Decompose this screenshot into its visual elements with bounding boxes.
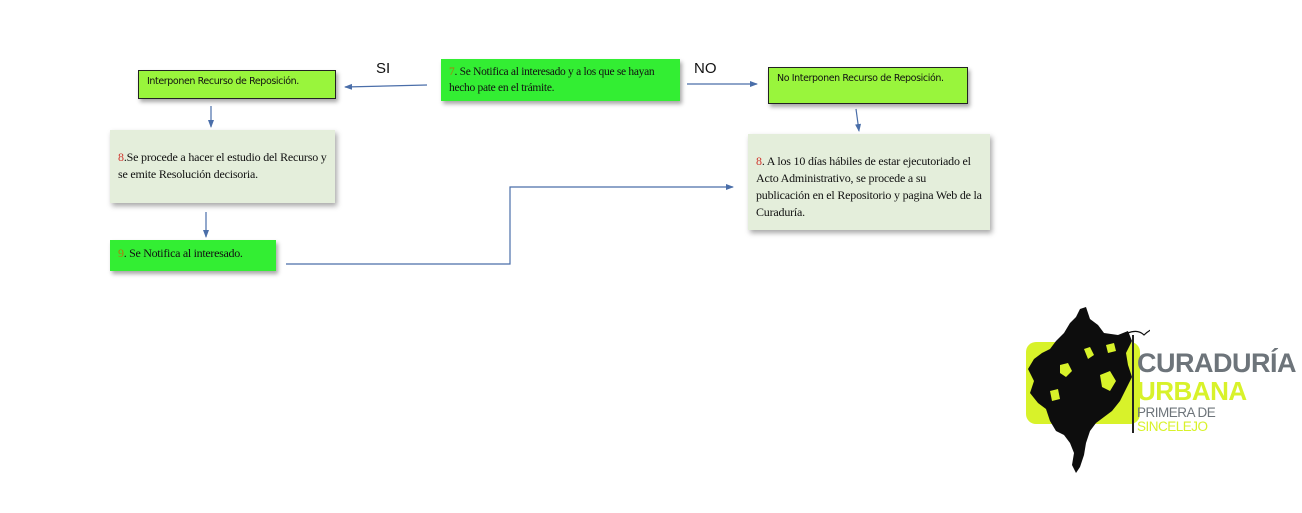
step-text: . Se Notifica al interesado. [123,246,243,260]
step-number: 8 [118,150,124,164]
box-text: Interponen Recurso de Reposición. [147,76,299,87]
step7-notify-box: 7. Se Notifica al interesado y a los que… [441,59,680,101]
step-number: 7 [449,66,455,78]
no-label: NO [694,60,717,77]
logo-line3-a: PRIMERA DE [1137,405,1216,420]
step-text: .Se procede a hacer el estudio del Recur… [118,150,327,181]
step8-study-box: 8.Se procede a hacer el estudio del Recu… [110,130,335,203]
no-interponen-recurso-box: No Interponen Recurso de Reposición. [768,67,968,104]
step-text: . A los 10 días hábiles de estar ejecuto… [756,154,982,219]
curaduria-logo: CURADURÍA URBANA PRIMERA DE SINCELEJO [1020,305,1297,480]
step9-notify-box: 9. Se Notifica al interesado. [110,240,276,271]
step-text: . Se Notifica al interesado y a los que … [449,66,655,94]
sincelejo-map-icon [1028,307,1150,473]
logo-line2: URBANA [1137,376,1247,406]
logo-divider [1132,335,1134,433]
step-number: 9 [118,246,124,260]
step-number: 8 [756,154,762,168]
logo-line1: CURADURÍA [1137,348,1297,378]
box-text: No Interponen Recurso de Reposición. [777,73,944,84]
logo-line3-b: SINCELEJO [1137,418,1208,434]
logo-line3: PRIMERA DE SINCELEJO [1137,406,1280,433]
interponen-recurso-box: Interponen Recurso de Reposición. [138,70,336,99]
yes-label: SI [376,60,391,77]
step8-publication-box: 8. A los 10 días hábiles de estar ejecut… [748,134,990,230]
